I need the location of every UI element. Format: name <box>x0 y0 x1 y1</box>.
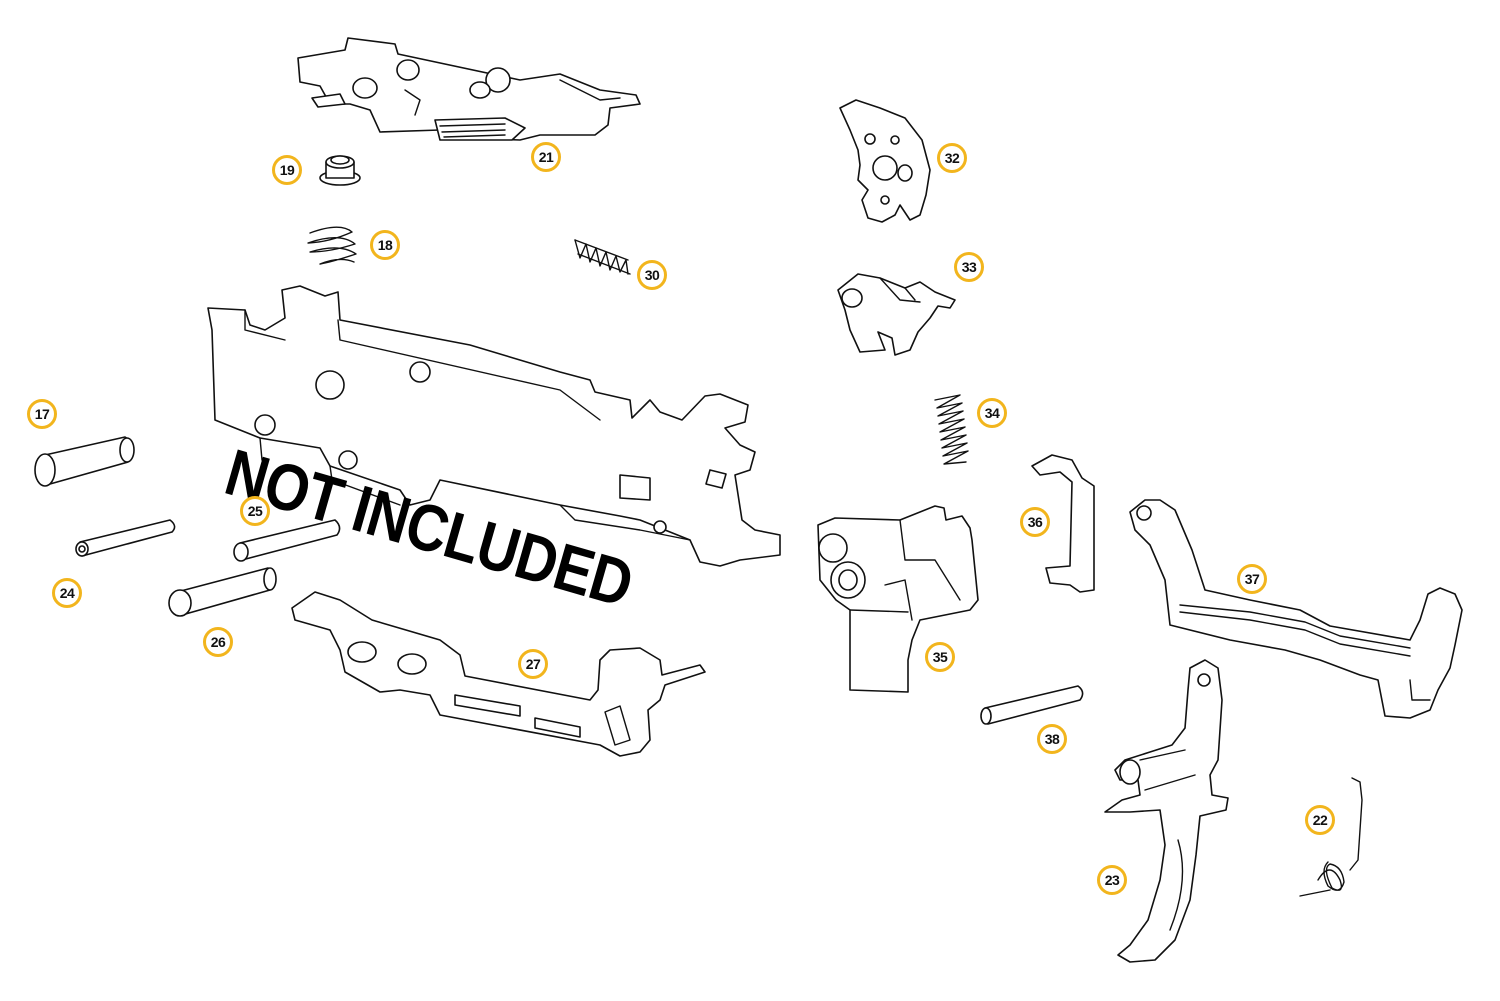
callout-19: 19 <box>272 155 302 185</box>
callout-21: 21 <box>531 142 561 172</box>
callout-17: 17 <box>27 399 57 429</box>
callout-32: 32 <box>937 143 967 173</box>
callout-35: 35 <box>925 642 955 672</box>
callout-38: 38 <box>1037 724 1067 754</box>
callout-30: 30 <box>637 260 667 290</box>
part-35-drawing <box>817 505 979 693</box>
part-36-drawing <box>1031 454 1095 593</box>
part-23-drawing <box>1104 659 1229 963</box>
callout-36: 36 <box>1020 507 1050 537</box>
part-27-drawing <box>291 591 706 757</box>
callout-22: 22 <box>1305 805 1335 835</box>
part-32-drawing <box>839 99 931 223</box>
callout-27: 27 <box>518 649 548 679</box>
part-26-drawing <box>168 567 277 617</box>
part-19-drawing <box>319 155 361 186</box>
part-34-drawing <box>934 394 969 465</box>
part-37-drawing <box>1129 499 1463 719</box>
part-24-drawing <box>75 519 176 557</box>
callout-33: 33 <box>954 252 984 282</box>
callout-24: 24 <box>52 578 82 608</box>
part-33-drawing <box>837 273 956 356</box>
part-38-drawing <box>980 685 1084 725</box>
callout-37: 37 <box>1237 564 1267 594</box>
part-22-drawing <box>1299 777 1363 897</box>
callout-23: 23 <box>1097 865 1127 895</box>
callout-34: 34 <box>977 398 1007 428</box>
callout-25: 25 <box>240 496 270 526</box>
frame-drawing <box>207 285 781 567</box>
part-25-drawing <box>233 519 341 562</box>
part-18-drawing <box>307 226 357 265</box>
callout-18: 18 <box>370 230 400 260</box>
part-30-drawing <box>574 239 631 275</box>
part-17-drawing <box>34 436 135 487</box>
part-21-drawing <box>297 37 641 141</box>
callout-26: 26 <box>203 627 233 657</box>
